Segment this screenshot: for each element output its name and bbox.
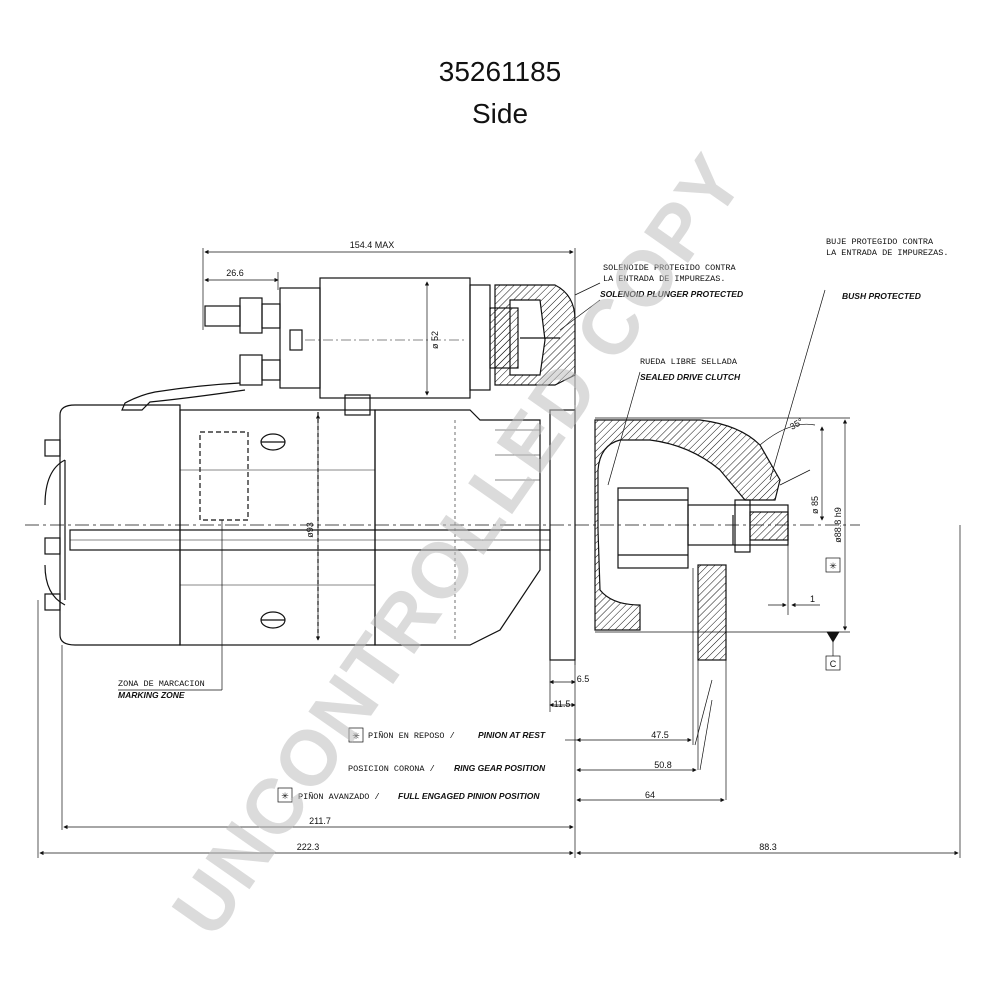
dim-body-text: ø93 [305, 522, 315, 538]
solenoid-label-es-1: SOLENOIDE PROTEGIDO CONTRA [603, 263, 737, 273]
bush-label-en: BUSH PROTECTED [842, 291, 921, 301]
dim-flange-pos-text: 11.5 [554, 699, 571, 709]
terminal-small [239, 354, 263, 386]
pinion-rest-label-es: PIÑON EN REPOSO / [368, 730, 455, 741]
nose-housing [594, 419, 781, 631]
solenoid-bracket [344, 394, 371, 416]
symbol-box-1: ✳ [829, 561, 837, 571]
motor-yoke [179, 409, 376, 646]
ring-gear-label-es: POSICION CORONA / [348, 764, 435, 774]
view-title: Side [471, 98, 529, 129]
dim-flange-thk-text: 6.5 [577, 674, 590, 684]
dim-88-text: 88.3 [759, 842, 777, 852]
symbol-box-3: ✳ [281, 791, 289, 801]
bolt-3 [44, 593, 61, 611]
pinion-rest-label-en: PINION AT REST [478, 730, 546, 740]
cable [121, 382, 246, 411]
dim-offset-text: 1 [810, 594, 815, 604]
dim-ring-gear-text: 50.8 [654, 760, 672, 770]
bush [734, 499, 751, 553]
dim-pinion-dia-text: ø 85 [810, 496, 820, 514]
drive-housing [374, 409, 541, 646]
dim-angle-text: 35° [788, 416, 805, 432]
dim-overall-text: 154.4 MAX [350, 240, 395, 250]
dim-solenoid-text: ø 52 [430, 331, 440, 349]
dim-terminal-text: 26.6 [226, 268, 244, 278]
engaged-label-en: FULL ENGAGED PINION POSITION [398, 791, 540, 801]
engaged-label-es: PIÑON AVANZADO / [298, 791, 380, 802]
ring-gear [697, 564, 727, 661]
bolt-1 [44, 439, 61, 457]
bolt-2 [44, 537, 61, 555]
dim-211-text: 211.7 [309, 816, 331, 826]
solenoid-label-es-2: LA ENTRADA DE IMPUREZAS. [603, 274, 725, 284]
symbol-box-2: ✳ [352, 731, 360, 741]
ring-gear-label-en: RING GEAR POSITION [454, 763, 546, 773]
marking-label-es: ZONA DE MARCACION [118, 679, 205, 689]
bush-label-es-2: LA ENTRADA DE IMPUREZAS. [826, 248, 948, 258]
marking-zone-box [199, 431, 249, 521]
terminal-main [204, 305, 241, 327]
solenoid-label-en: SOLENOID PLUNGER PROTECTED [600, 289, 743, 299]
solenoid-body [319, 277, 471, 399]
dim-engaged-text: 64 [645, 790, 655, 800]
datum-text: C [830, 659, 837, 669]
part-number-title: 35261185 [438, 56, 562, 87]
clutch-label-es: RUEDA LIBRE SELLADA [640, 357, 738, 367]
dim-pinion-rest-text: 47.5 [651, 730, 669, 740]
clutch-label-en: SEALED DRIVE CLUTCH [640, 372, 741, 382]
bush-label-es-1: BUJE PROTEGIDO CONTRA [826, 237, 934, 247]
solenoid-cap [279, 287, 321, 389]
dim-pilot-text: ø88.8 h9 [833, 507, 843, 543]
watermark: UNCONTROLLED COPY [155, 138, 761, 951]
marking-label-en: MARKING ZONE [118, 690, 185, 700]
dim-222-text: 222.3 [297, 842, 320, 852]
